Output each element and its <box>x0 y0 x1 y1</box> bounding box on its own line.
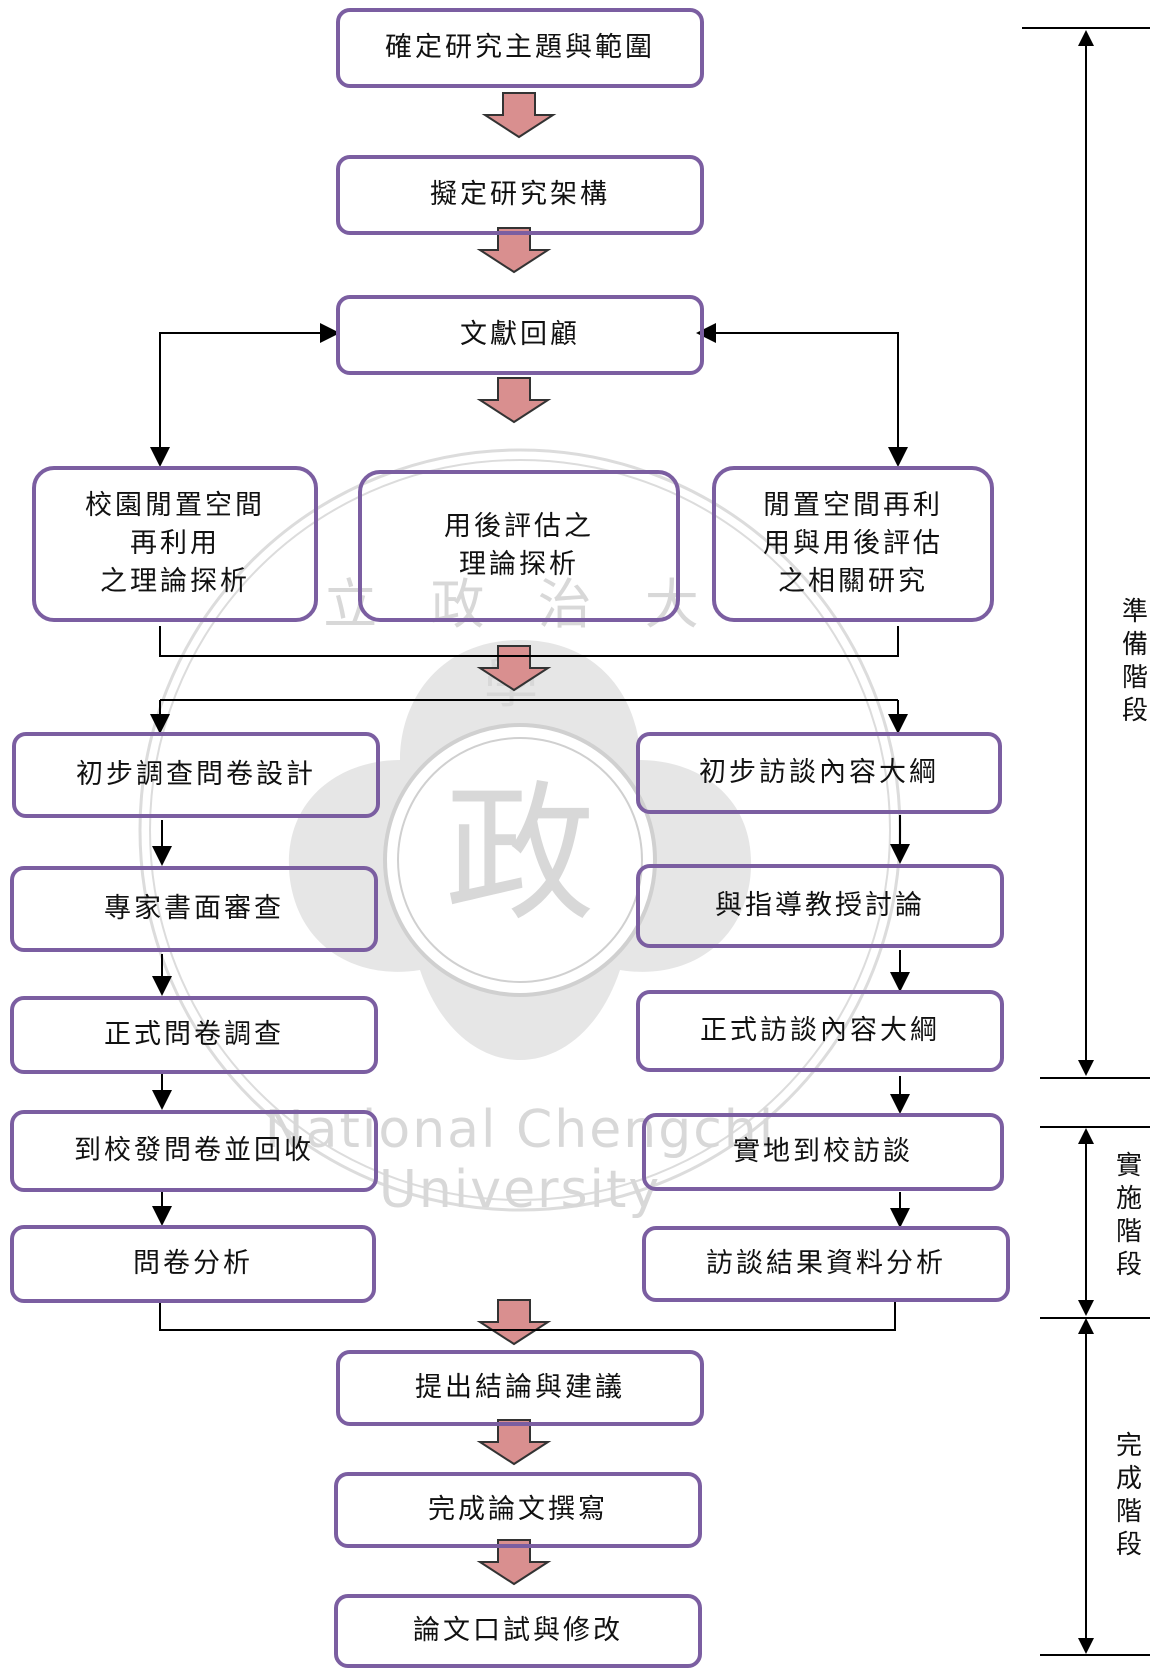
step-thesis-writing: 完成論文撰寫 <box>334 1472 702 1548</box>
watermark-top-text: 立 政 治 大 學 <box>323 573 717 715</box>
i-formal-outline: 正式訪談內容大綱 <box>636 990 1004 1072</box>
q-distribute-collect-label: 到校發問卷並回收 <box>74 1135 314 1166</box>
phase-label-implementation: 實 施 階 段 <box>1115 1151 1142 1280</box>
step-oral-defense-label: 論文口試與修改 <box>413 1615 623 1646</box>
step-literature-review-label: 文獻回顧 <box>460 319 580 350</box>
phase-label-preparation: 準 備 階 段 <box>1121 597 1148 726</box>
step-research-framework: 擬定研究架構 <box>336 155 704 235</box>
phase-label-completion: 完 成 階 段 <box>1115 1431 1142 1560</box>
watermark-bottom-text: National Chengchi University <box>264 1100 776 1220</box>
q-expert-review: 專家書面審查 <box>10 866 378 952</box>
i-analysis-label: 訪談結果資料分析 <box>706 1248 946 1279</box>
i-advisor-discussion-label: 與指導教授討論 <box>715 890 925 921</box>
i-advisor-discussion: 與指導教授討論 <box>636 864 1004 948</box>
lit-related-studies-label: 閒置空間再利 用與用後評估 之相關研究 <box>763 490 943 597</box>
i-formal-outline-label: 正式訪談內容大綱 <box>700 1015 940 1046</box>
q-formal-survey: 正式問卷調查 <box>10 996 378 1074</box>
q-expert-review-label: 專家書面審查 <box>104 893 284 924</box>
lit-poe-theory-label: 用後評估之 理論探析 <box>444 511 594 580</box>
q-formal-survey-label: 正式問卷調查 <box>104 1019 284 1050</box>
flow-arrow-3 <box>479 377 549 423</box>
q-initial-design: 初步調查問卷設計 <box>12 732 380 818</box>
lit-related-studies: 閒置空間再利 用與用後評估 之相關研究 <box>712 466 994 622</box>
step-conclusions: 提出結論與建議 <box>336 1350 704 1426</box>
lit-campus-reuse-label: 校園閒置空間 再利用 之理論探析 <box>85 490 265 597</box>
q-initial-design-label: 初步調查問卷設計 <box>76 759 316 790</box>
lit-campus-reuse: 校園閒置空間 再利用 之理論探析 <box>32 466 318 622</box>
i-site-interview-label: 實地到校訪談 <box>733 1136 913 1167</box>
q-analysis: 問卷分析 <box>10 1225 376 1303</box>
i-initial-outline-label: 初步訪談內容大綱 <box>699 757 939 788</box>
i-initial-outline: 初步訪談內容大綱 <box>636 732 1002 814</box>
i-analysis: 訪談結果資料分析 <box>642 1226 1010 1302</box>
q-analysis-label: 問卷分析 <box>133 1248 253 1279</box>
watermark-seal-char: 政 <box>444 768 595 942</box>
step-define-topic-label: 確定研究主題與範圍 <box>385 32 655 63</box>
flow-arrow-6 <box>479 1419 549 1465</box>
q-distribute-collect: 到校發問卷並回收 <box>10 1110 378 1192</box>
flow-arrow-1 <box>484 92 554 138</box>
flow-arrow-4 <box>479 645 549 691</box>
i-site-interview: 實地到校訪談 <box>642 1113 1004 1191</box>
step-define-topic: 確定研究主題與範圍 <box>336 8 704 88</box>
lit-poe-theory: 用後評估之 理論探析 <box>358 470 680 622</box>
step-research-framework-label: 擬定研究架構 <box>430 179 610 210</box>
step-conclusions-label: 提出結論與建議 <box>415 1372 625 1403</box>
flow-arrow-5 <box>479 1299 549 1345</box>
step-literature-review: 文獻回顧 <box>336 295 704 375</box>
step-oral-defense: 論文口試與修改 <box>334 1594 702 1668</box>
step-thesis-writing-label: 完成論文撰寫 <box>428 1494 608 1525</box>
